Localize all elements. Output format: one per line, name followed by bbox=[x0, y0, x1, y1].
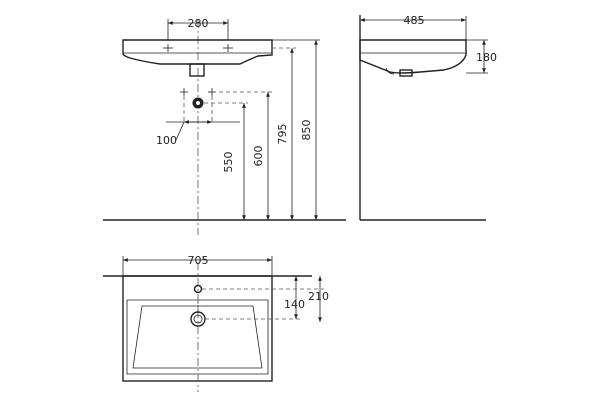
bowl-outline bbox=[126, 299, 269, 375]
top-view: 705 140 210 bbox=[103, 254, 329, 392]
side-elevation: 485 180 bbox=[359, 14, 497, 221]
front-elevation: 280 100 550 600 795 8 bbox=[103, 17, 346, 235]
drain-body bbox=[189, 63, 205, 77]
dim-tap-hole-offset: 210 bbox=[308, 290, 329, 303]
tap-hole-left-icon bbox=[163, 44, 173, 52]
dim-tap-spacing: 280 bbox=[188, 17, 209, 30]
dim-wall-pipe-offset: 100 bbox=[156, 134, 177, 147]
dim-supply-height: 600 bbox=[252, 146, 265, 167]
basin-front-outline bbox=[122, 39, 273, 65]
dim-basin-height: 180 bbox=[476, 51, 497, 64]
tap-hole-right-icon bbox=[223, 44, 233, 52]
basin-top-outline bbox=[122, 275, 273, 382]
side-drain-body bbox=[399, 69, 413, 77]
dim-rim-height: 795 bbox=[276, 124, 289, 145]
dim-depth: 485 bbox=[404, 14, 425, 27]
dim-drain-offset: 140 bbox=[284, 298, 305, 311]
supply-point-left-icon bbox=[180, 88, 188, 96]
dim-width: 705 bbox=[188, 254, 209, 267]
dim-drain-height: 550 bbox=[222, 152, 235, 173]
top-tap-hole-icon bbox=[193, 284, 203, 294]
dim-top-height: 850 bbox=[300, 120, 313, 141]
basin-side-outline bbox=[359, 39, 467, 74]
